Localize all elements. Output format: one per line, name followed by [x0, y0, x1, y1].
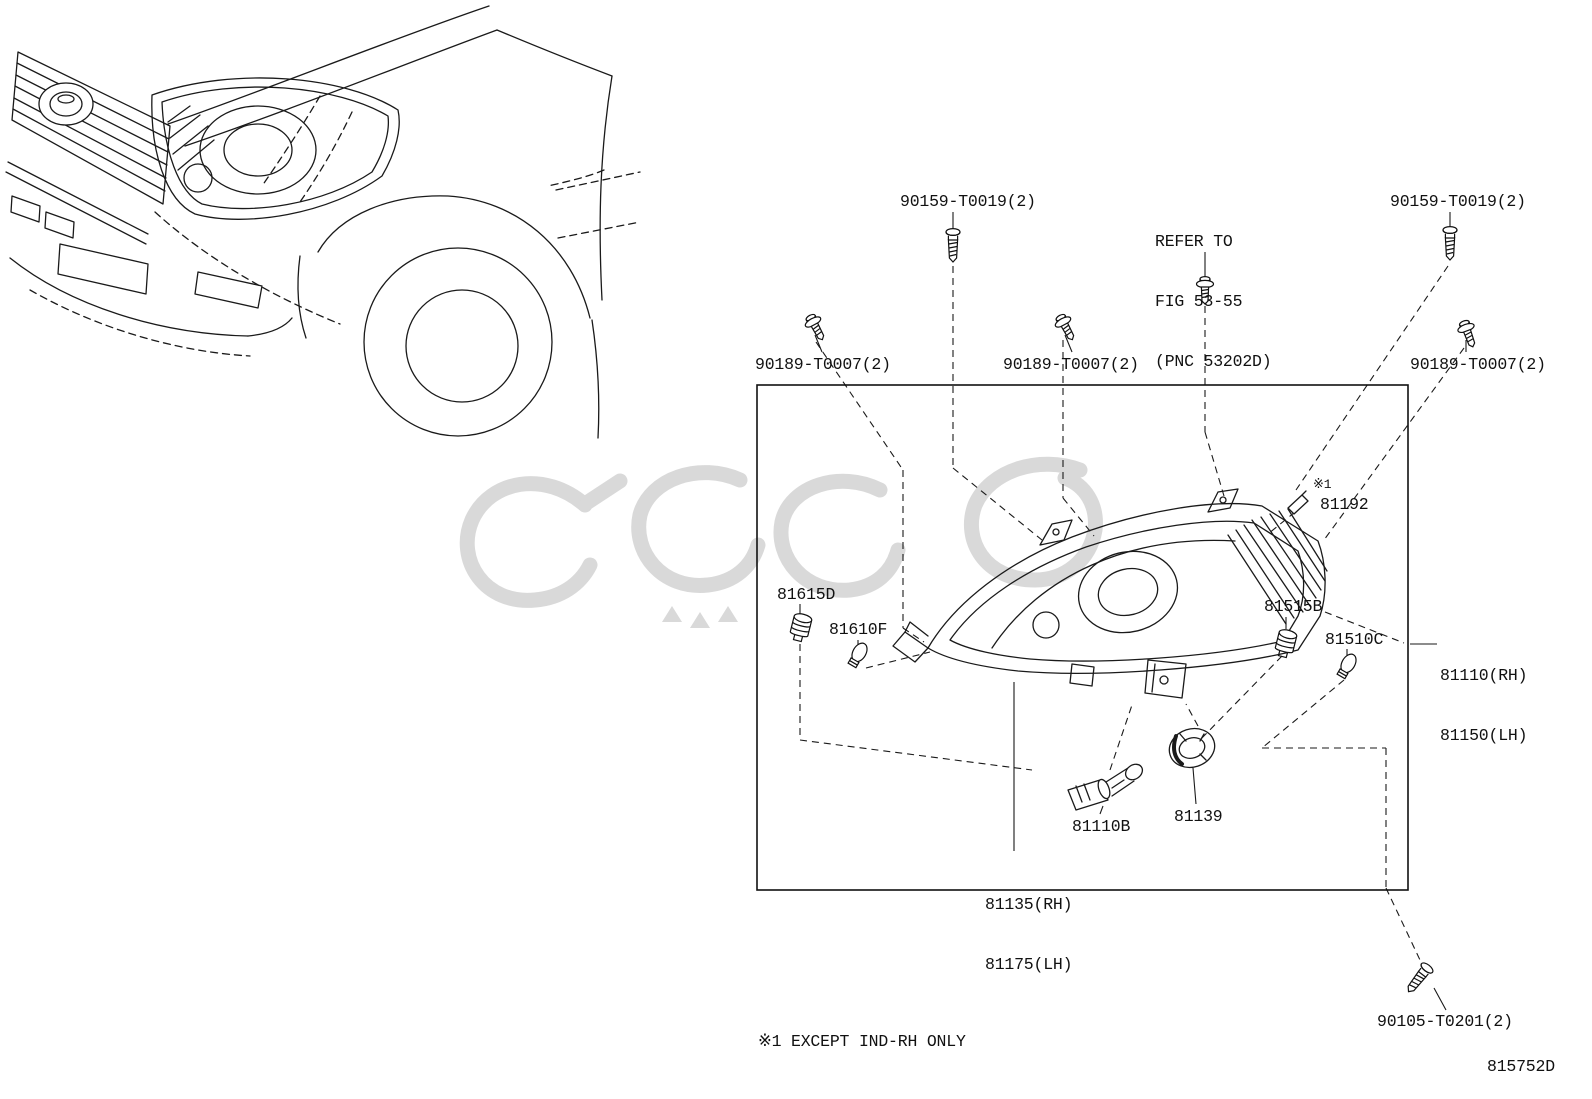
label-bulb-left: 81610F: [829, 620, 888, 639]
unit-rh: 81135(RH): [985, 895, 1073, 914]
label-screw-top-left: 90159-T0019(2): [900, 192, 1036, 211]
clip-icon: [1287, 490, 1309, 515]
label-refer-to: REFER TO FIG 53-55 (PNC 53202D): [1155, 192, 1272, 412]
watermark: [459, 456, 1103, 628]
doc-code: 815752D: [1487, 1057, 1555, 1076]
bolt-icon: [1454, 317, 1482, 351]
headlamp-bulb-icon: [1067, 763, 1144, 811]
headlamp-assembly-drawing: [892, 488, 1328, 699]
label-note-marker: ※1: [1313, 477, 1332, 492]
label-socket-left: 81615D: [777, 585, 836, 604]
label-socket-right: 81515B: [1264, 597, 1323, 616]
dashed-leader-lines: [799, 265, 1465, 961]
refer-line-3: (PNC 53202D): [1155, 352, 1272, 371]
refer-line-1: REFER TO: [1155, 232, 1233, 251]
tapping-screw-icon: [1442, 226, 1458, 261]
tapping-screw-icon: [1402, 960, 1436, 997]
label-screw-top-right: 90159-T0019(2): [1390, 192, 1526, 211]
refer-line-2: FIG 53-55: [1155, 292, 1243, 311]
parts-frame-box: [756, 384, 1409, 891]
bolt-icon: [801, 310, 831, 345]
label-bolt-right: 90189-T0007(2): [1410, 355, 1546, 374]
small-parts: [788, 490, 1360, 811]
bulb-socket-icon: [788, 611, 814, 644]
tapping-screw-icon: [945, 228, 961, 263]
headlamp-rh: 81110(RH): [1440, 666, 1528, 685]
label-headlamp-assy: 81110(RH) 81150(LH): [1440, 626, 1528, 786]
label-headlamp-unit: 81135(RH) 81175(LH): [985, 855, 1073, 1015]
label-screw-bottom: 90105-T0201(2): [1377, 1012, 1513, 1031]
signal-bulb-icon: [1334, 650, 1360, 681]
footnote: ※1 EXCEPT IND-RH ONLY: [758, 1032, 966, 1051]
vehicle-front-illustration: [5, 5, 641, 439]
label-headlamp-bulb: 81110B: [1072, 817, 1131, 836]
headlamp-lh: 81150(LH): [1440, 726, 1528, 745]
label-bolt-left: 90189-T0007(2): [755, 355, 891, 374]
leader-lines: [799, 212, 1467, 1011]
label-bolt-mid: 90189-T0007(2): [1003, 355, 1139, 374]
label-bulb-right: 81510C: [1325, 630, 1384, 649]
label-clip: 81192: [1320, 495, 1369, 514]
seal-cap-icon: [1168, 727, 1216, 769]
label-cap: 81139: [1174, 807, 1223, 826]
bolt-icon: [1051, 310, 1081, 345]
unit-lh: 81175(LH): [985, 955, 1073, 974]
signal-bulb-icon: [845, 639, 871, 670]
